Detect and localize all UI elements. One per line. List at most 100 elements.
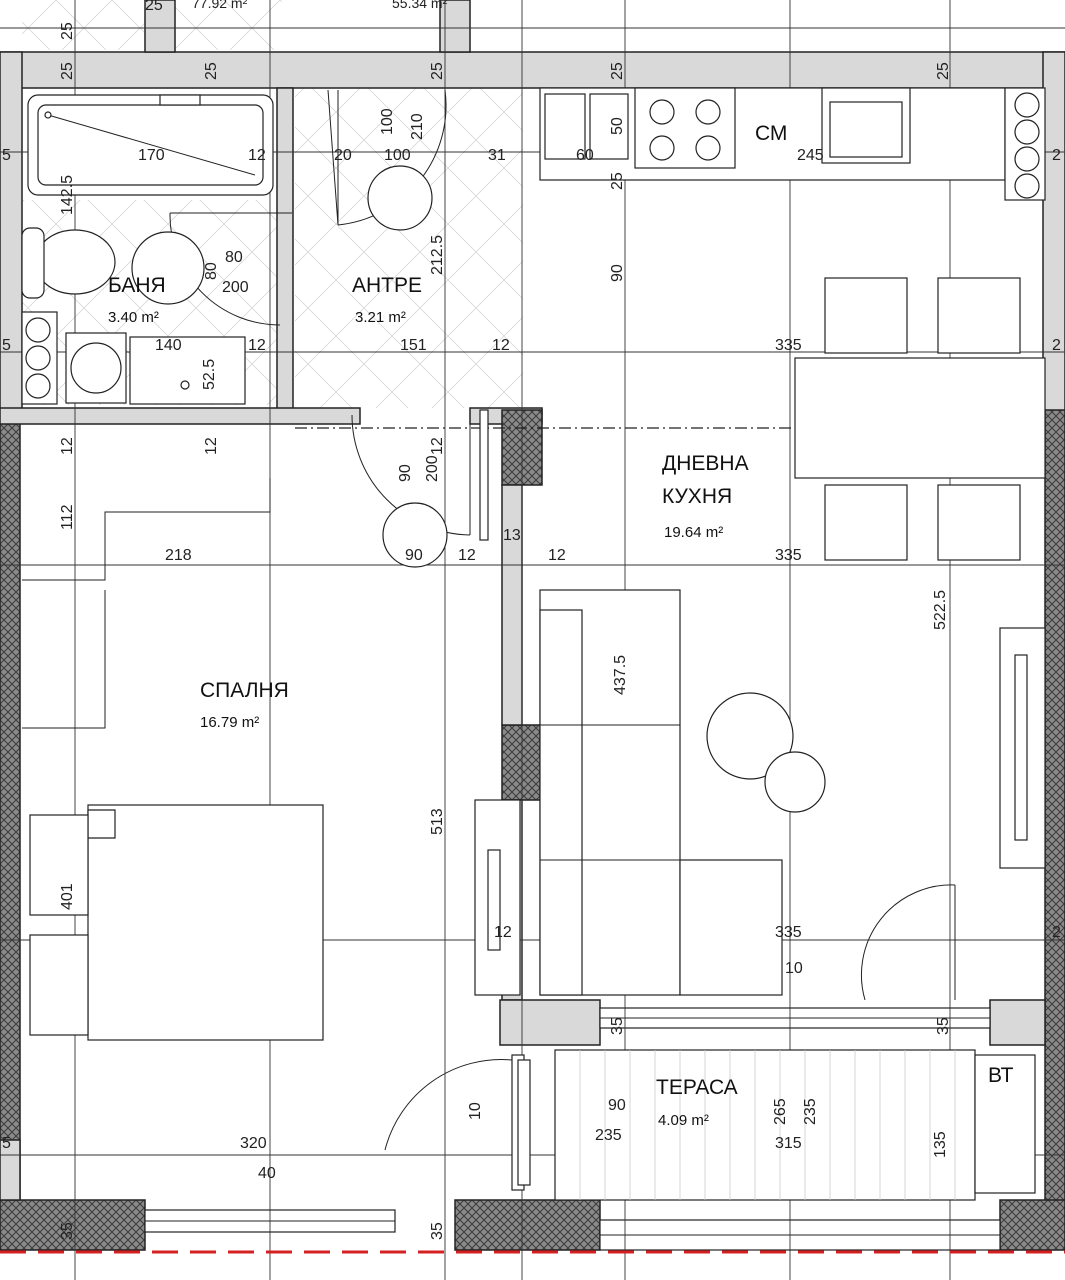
dim-v: 25 (429, 62, 446, 80)
dim-h: 5 (2, 1135, 11, 1152)
bedroom-closet (22, 478, 271, 729)
dim-h: 60 (576, 147, 594, 164)
dim-v: 10 (467, 1102, 484, 1120)
dim-v: 210 (409, 113, 426, 140)
dim-h: 10 (785, 960, 803, 977)
bath-door (131, 212, 292, 326)
dim-v: 25 (609, 62, 626, 80)
vertical-dimensions: 100 210 50 25 142.5 80 212.5 90 52.5 12 … (59, 22, 952, 1240)
dining-table (794, 277, 1046, 561)
entrance-door (327, 89, 447, 231)
dim-v: 35 (935, 1017, 952, 1035)
dim-h: 13 (503, 527, 521, 544)
bedroom-balcony-door (384, 1054, 525, 1191)
dim-v: 12 (429, 437, 446, 455)
dim-h: 245 (797, 147, 824, 164)
dim-h: 25 (145, 0, 163, 14)
dim-v: 90 (397, 464, 414, 482)
dim-v: 522.5 (932, 590, 949, 630)
dim-h: 12 (458, 547, 476, 564)
dim-v: 52.5 (201, 359, 218, 390)
dim-v: 25 (203, 62, 220, 80)
net-area-label: 55.34 m² (392, 0, 448, 11)
dim-v: 212.5 (429, 235, 446, 275)
dim-v: 12 (59, 437, 76, 455)
bedroom-door (351, 409, 489, 568)
dim-v: 25 (609, 172, 626, 190)
sink (129, 336, 246, 405)
terrace-deck (517, 1049, 1036, 1201)
windows (144, 1007, 1001, 1251)
dim-v: 100 (379, 108, 396, 135)
total-area-label: 77.92 m² (192, 0, 248, 11)
dim-h: 140 (155, 337, 182, 354)
bed (29, 804, 324, 1041)
room-name-terrace: ТЕРАСА (656, 1076, 738, 1099)
room-name-bedroom: СПАЛНЯ (200, 679, 289, 702)
dim-h: 40 (258, 1165, 276, 1182)
dim-h: 12 (548, 547, 566, 564)
room-name-hall: АНТРЕ (352, 274, 422, 297)
dim-h: 100 (384, 147, 411, 164)
bedroom-wardrobe (474, 799, 521, 996)
room-area-bath: 3.40 m² (108, 309, 159, 326)
room-name-bath: БАНЯ (108, 274, 166, 297)
dim-h: 5 (2, 147, 11, 164)
dim-v: 25 (59, 22, 76, 40)
dim-h: 335 (775, 337, 802, 354)
sofa (539, 589, 783, 996)
hall-floor-tiles (295, 88, 523, 408)
dim-h: 12 (248, 147, 266, 164)
dim-h: 5 (2, 337, 11, 354)
dim-v: 265 (772, 1098, 789, 1125)
dim-v: 35 (609, 1017, 626, 1035)
room-name-living: ДНЕВНА (662, 452, 749, 475)
dim-h: 170 (138, 147, 165, 164)
dim-h: 335 (775, 547, 802, 564)
washing-machine (65, 332, 127, 404)
coffee-tables (706, 692, 826, 813)
dim-v: 50 (609, 117, 626, 135)
dim-v: 513 (429, 808, 446, 835)
dim-h: 218 (165, 547, 192, 564)
dim-v: 12 (203, 437, 220, 455)
dim-v: 135 (932, 1131, 949, 1158)
dim-v: 437.5 (612, 655, 629, 695)
dim-h: 2 (1052, 924, 1061, 941)
room-area-hall: 3.21 m² (355, 309, 406, 326)
dim-h: 151 (400, 337, 427, 354)
room-area-bedroom: 16.79 m² (200, 714, 259, 731)
dim-v: 35 (429, 1222, 446, 1240)
dim-h: 31 (488, 147, 506, 164)
dim-h: 12 (494, 924, 512, 941)
dim-v: 25 (59, 62, 76, 80)
bath-radiator (21, 311, 58, 405)
room-name-kitchen: КУХНЯ (662, 485, 732, 508)
dim-h: 12 (492, 337, 510, 354)
dim-v: 200 (424, 455, 441, 482)
dim-h: 200 (222, 279, 249, 296)
dim-v: 112 (59, 504, 76, 530)
room-area-terrace: 4.09 m² (658, 1112, 709, 1129)
dim-v: 142.5 (59, 175, 76, 215)
dim-h: 90 (405, 547, 423, 564)
dim-v: 90 (609, 264, 626, 282)
dim-h: 20 (334, 147, 352, 164)
dim-h: 235 (595, 1127, 622, 1144)
toilet (21, 227, 116, 299)
dim-v: 401 (59, 883, 76, 910)
dim-v: 35 (59, 1222, 76, 1240)
horizontal-dimensions: 25 170 12 20 100 31 60 245 80 200 140 12… (2, 0, 1061, 1182)
dim-h: 90 (608, 1097, 626, 1114)
dim-h: 315 (775, 1135, 802, 1152)
bathtub (27, 94, 274, 196)
dim-h: 12 (248, 337, 266, 354)
dim-h: 80 (225, 249, 243, 266)
fridge-label: СМ (755, 122, 787, 145)
room-area-living: 19.64 m² (664, 524, 723, 541)
dim-v: 25 (935, 62, 952, 80)
dim-h: 2 (1052, 337, 1061, 354)
boiler-label: ВТ (988, 1064, 1014, 1087)
tv-unit (999, 627, 1046, 869)
